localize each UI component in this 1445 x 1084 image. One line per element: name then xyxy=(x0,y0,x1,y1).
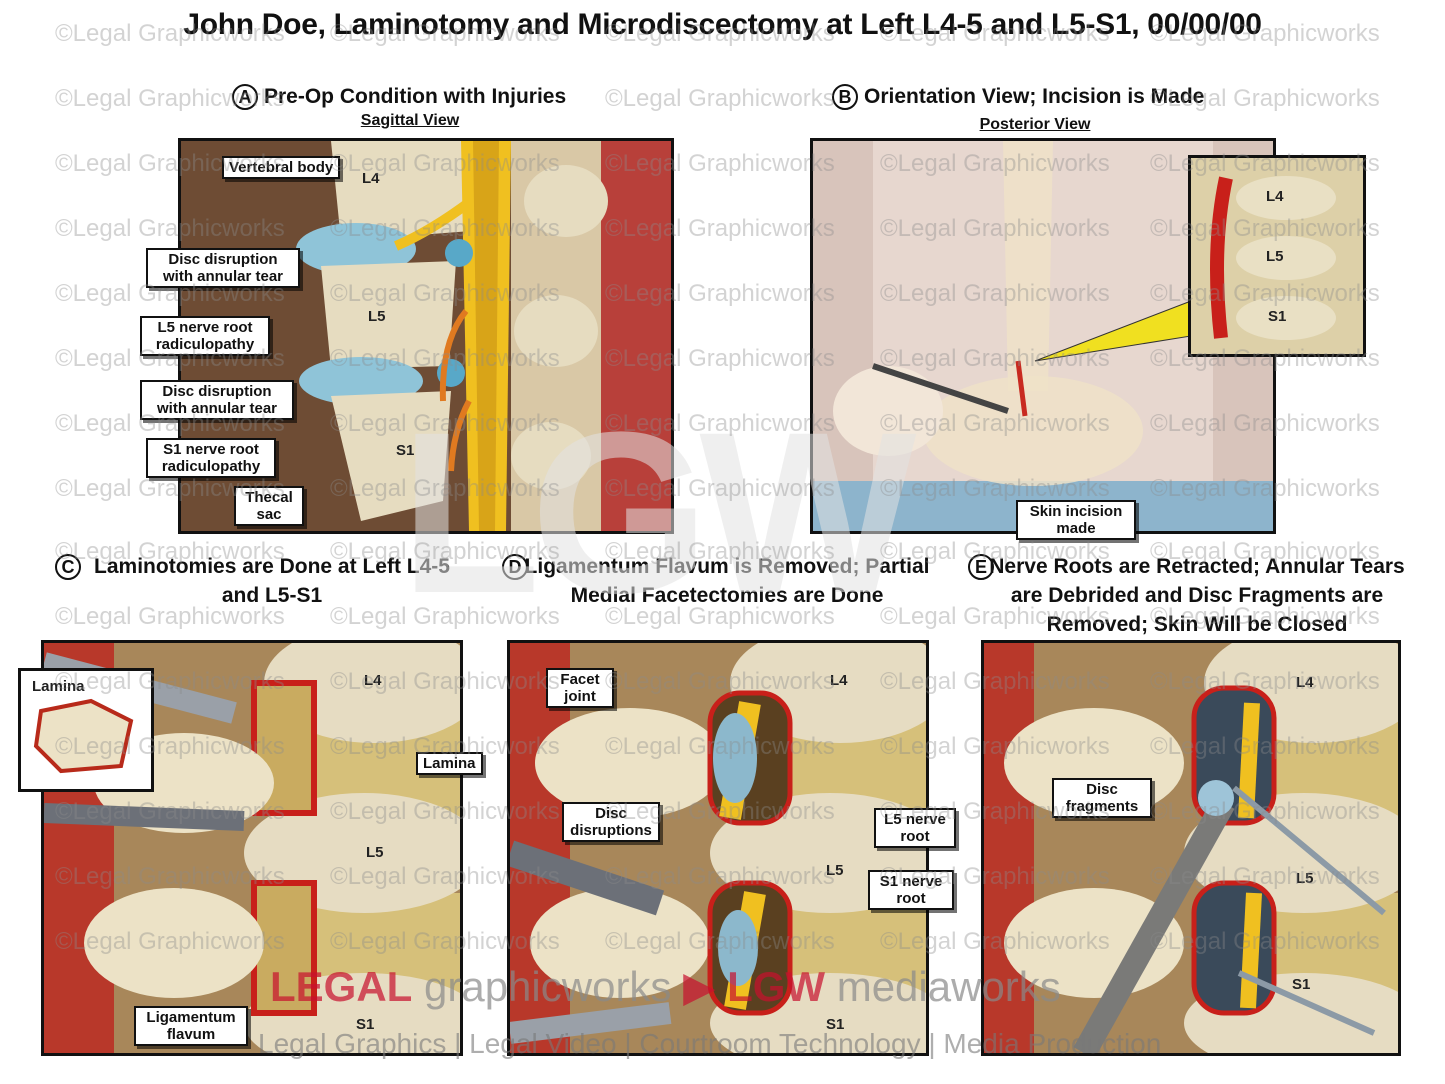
panel-e-letter: E xyxy=(968,554,994,581)
brand-mediaworks: mediaworks xyxy=(825,963,1061,1010)
inset-lumbar-illustration xyxy=(1191,158,1363,354)
panel-c-level-s1: S1 xyxy=(356,1016,375,1033)
panel-e-level-s1: S1 xyxy=(1292,976,1311,993)
inset-level-l5: L5 xyxy=(1266,248,1284,265)
inset-level-l4: L4 xyxy=(1266,188,1284,205)
panel-b-title-text: Orientation View; Incision is Made xyxy=(864,85,1205,108)
label-d-l5-nerve-root: L5 nerve root xyxy=(874,808,956,848)
panel-c-illustration xyxy=(41,640,463,1056)
brand-lgw: LGW xyxy=(727,963,826,1010)
play-icon: ▶ xyxy=(671,963,728,1010)
label-facet-joint: Facet joint xyxy=(546,668,614,708)
label-disc-disruption-2: Disc disruption with annular tear xyxy=(140,380,294,420)
removed-lamina-illustration xyxy=(21,671,151,789)
panel-e-level-l5: L5 xyxy=(1296,870,1314,887)
panel-a-title-text: Pre-Op Condition with Injuries xyxy=(264,85,567,108)
panel-d-level-l4: L4 xyxy=(830,672,848,689)
panel-e-level-l4: L4 xyxy=(1296,674,1314,691)
panel-c-inset xyxy=(18,668,154,792)
level-label-s1: S1 xyxy=(396,442,415,459)
discectomy-illustration xyxy=(984,643,1398,1053)
laminotomy-illustration xyxy=(44,643,460,1053)
label-lamina: Lamina xyxy=(416,752,483,775)
panel-e-title: E xyxy=(968,552,1000,581)
panel-a-view-label: Sagittal View xyxy=(360,112,460,129)
panel-a-title: A Pre-Op Condition with Injuries xyxy=(232,82,566,111)
panel-b-inset xyxy=(1188,155,1366,357)
panel-b-letter: B xyxy=(832,84,858,111)
brand-logo: LEGAL graphicworks ▶ LGW mediaworks xyxy=(270,962,1061,1011)
panel-e-illustration xyxy=(981,640,1401,1056)
label-thecal-sac: Thecal sac xyxy=(234,486,304,526)
watermark: ©Legal Graphicworks xyxy=(605,85,835,112)
panel-d-title: D xyxy=(502,552,534,581)
panel-d-level-s1: S1 xyxy=(826,1016,845,1033)
panel-b-view-label: Posterior View xyxy=(979,116,1091,133)
label-disc-fragments: Disc fragments xyxy=(1052,778,1152,818)
panel-a-letter: A xyxy=(232,84,258,111)
panel-c-letter: C xyxy=(55,554,81,581)
label-l5-nerve-root: L5 nerve root radiculopathy xyxy=(140,316,270,356)
panel-b-title: B Orientation View; Incision is Made xyxy=(832,82,1204,111)
label-s1-nerve-root: S1 nerve root radiculopathy xyxy=(146,438,276,478)
brand-graphicworks: graphicworks xyxy=(412,963,672,1010)
label-disc-disruption-1: Disc disruption with annular tear xyxy=(146,248,300,288)
panel-d-level-l5: L5 xyxy=(826,862,844,879)
level-label-l5: L5 xyxy=(368,308,386,325)
level-label-l4: L4 xyxy=(362,170,380,187)
brand-tagline: Legal Graphics | Legal Video | Courtroom… xyxy=(258,1028,1162,1059)
panel-d-title-text: Ligamentum Flavum is Removed; Partial Me… xyxy=(524,555,930,607)
panel-c-level-l4: L4 xyxy=(364,672,382,689)
inset-lamina-label: Lamina xyxy=(32,678,85,695)
inset-level-s1: S1 xyxy=(1268,308,1287,325)
label-disc-disruptions: Disc disruptions xyxy=(562,802,660,842)
label-vertebral-body: Vertebral body xyxy=(222,156,341,179)
page-title: John Doe, Laminotomy and Microdiscectomy… xyxy=(183,8,1262,41)
panel-c-title-text: Laminotomies are Done at Left L4-5 and L… xyxy=(94,555,450,607)
panel-e-title-text: Nerve Roots are Retracted; Annular Tears… xyxy=(989,555,1405,636)
brand-legal: LEGAL xyxy=(270,963,413,1010)
label-d-s1-nerve-root: S1 nerve root xyxy=(868,870,954,910)
panel-d-letter: D xyxy=(502,554,528,581)
panel-c-title: C xyxy=(55,552,87,581)
label-ligamentum-flavum: Ligamentum flavum xyxy=(134,1006,248,1046)
panel-c-level-l5: L5 xyxy=(366,844,384,861)
label-skin-incision: Skin incision made xyxy=(1016,500,1136,540)
